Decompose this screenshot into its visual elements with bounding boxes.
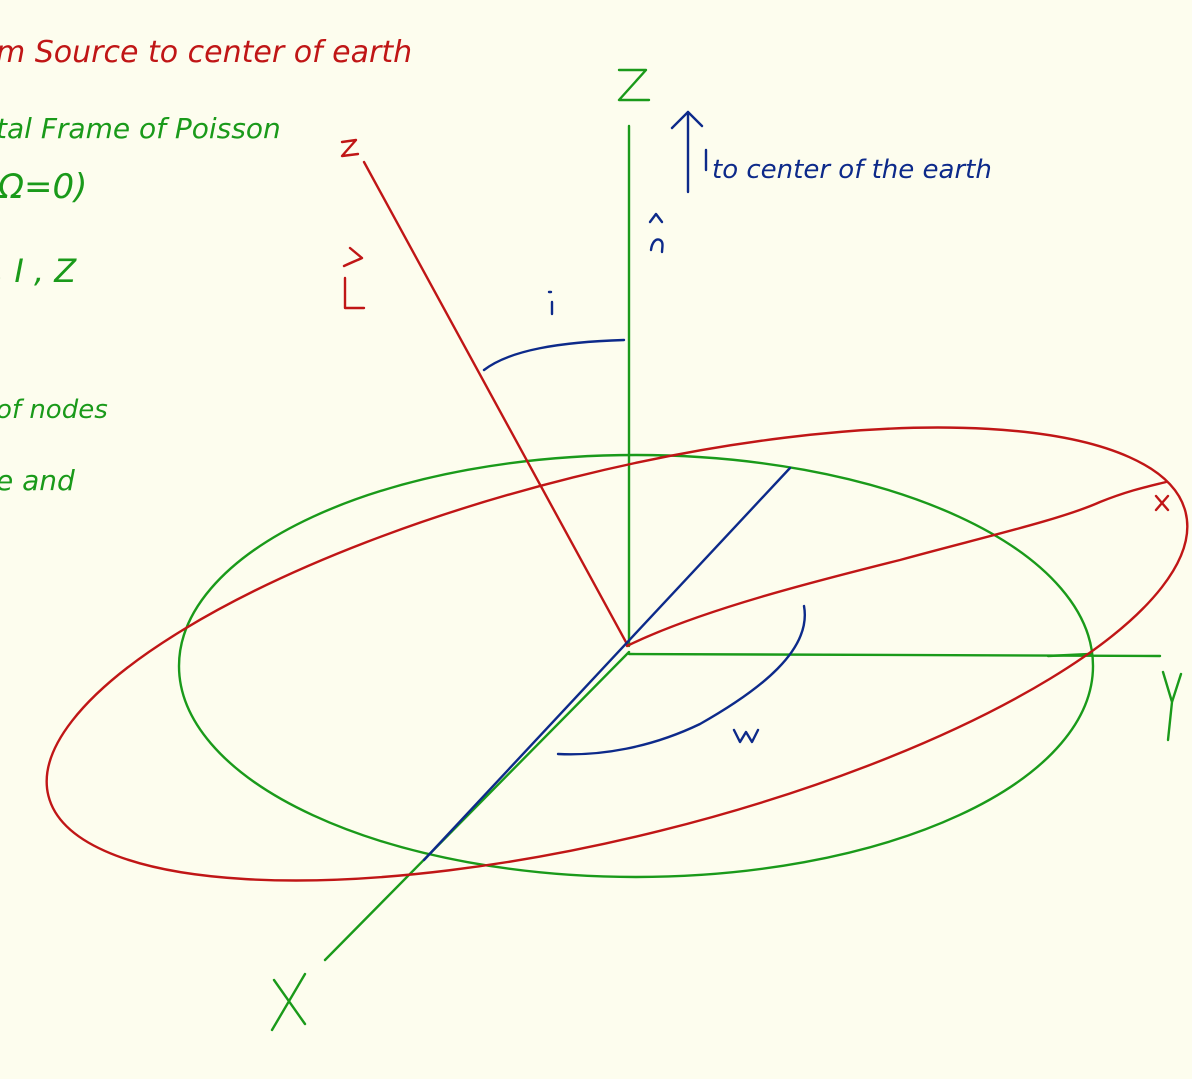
orbital-z-axis bbox=[362, 160, 629, 646]
angle-label-i bbox=[547, 290, 554, 316]
axis-label-Z bbox=[617, 68, 651, 102]
note-omega-zero: Ω=0) bbox=[0, 167, 87, 207]
note-plane-and: e and bbox=[0, 464, 75, 497]
n-hat-caret bbox=[648, 212, 664, 224]
note-fundamental-frame: tal Frame of Poisson bbox=[0, 112, 281, 145]
note-source-to-earth: m Source to center of earth bbox=[0, 35, 412, 70]
axis-label-X bbox=[270, 972, 307, 1032]
earth-direction-arrow-head bbox=[670, 110, 704, 130]
axis-label-Y bbox=[1161, 670, 1183, 742]
x-axis-line bbox=[323, 650, 631, 962]
reference-plane-ellipse bbox=[177, 453, 1095, 879]
y-axis-tick bbox=[1046, 652, 1092, 658]
axis-label-z-orbit bbox=[340, 138, 360, 158]
axis-label-x-orbit bbox=[1154, 494, 1170, 512]
inclination-arc bbox=[482, 338, 626, 372]
orbital-x-axis bbox=[625, 480, 1168, 648]
orbit-ellipse bbox=[45, 426, 1189, 882]
earth-direction-note: to center of the earth bbox=[712, 155, 992, 185]
L-vector-letter bbox=[343, 276, 366, 310]
note-axes-list: , I , Z bbox=[0, 252, 77, 290]
L-vector-arrow bbox=[342, 246, 364, 268]
periastron-arc bbox=[556, 604, 807, 756]
note-line-of-nodes: of nodes bbox=[0, 395, 108, 425]
n-hat-letter bbox=[649, 238, 664, 254]
line-of-nodes bbox=[422, 466, 792, 862]
angle-label-w bbox=[732, 728, 760, 744]
